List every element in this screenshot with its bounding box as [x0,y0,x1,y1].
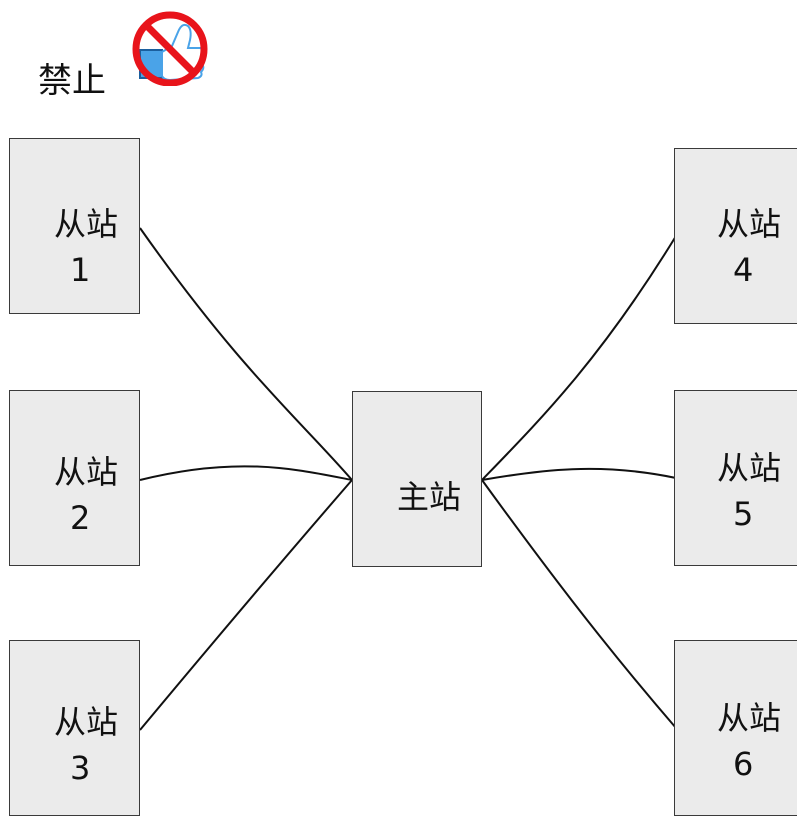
slave-station-6-label: 从站 6 [717,695,781,787]
slave-station-1-title: 从站 [54,205,119,243]
slave-station-3-title: 从站 [54,703,119,741]
slave-station-6-title: 从站 [717,699,782,737]
slave-station-3-number: 3 [70,749,91,787]
master-station: 主站 [352,391,482,567]
slave-station-5: 从站 5 [674,390,797,566]
slave-station-5-label: 从站 5 [717,445,781,537]
link-master-slave-2 [139,465,353,481]
slave-station-5-number: 5 [733,495,754,533]
slave-station-2-label: 从站 2 [54,449,118,541]
slave-station-4: 从站 4 [674,148,797,324]
slave-station-3-label: 从站 3 [54,699,118,791]
slave-station-4-label: 从站 4 [717,201,781,293]
prohibit-slash [143,22,197,76]
slave-station-2-title: 从站 [54,453,119,491]
slave-station-6-number: 6 [733,745,754,783]
slave-station-2-number: 2 [70,499,91,537]
slave-station-1-number: 1 [70,251,91,289]
link-master-slave-3 [139,479,353,731]
slave-station-2: 从站 2 [9,390,140,566]
master-station-label: 主站 [397,478,462,516]
slave-station-5-title: 从站 [717,449,782,487]
link-master-slave-6 [481,479,677,729]
no-thumbs-up-icon [132,11,208,86]
link-master-slave-1 [139,227,353,481]
slave-station-1: 从站 1 [9,138,140,314]
slave-station-4-number: 4 [733,251,754,289]
slave-station-4-title: 从站 [717,205,782,243]
slave-station-1-label: 从站 1 [54,201,118,293]
slave-station-6: 从站 6 [674,640,797,816]
link-master-slave-5 [481,467,677,481]
link-master-slave-4 [481,235,677,481]
slave-station-3: 从站 3 [9,640,140,816]
prohibit-ring [132,11,208,86]
prohibited-label: 禁止 [38,61,106,101]
